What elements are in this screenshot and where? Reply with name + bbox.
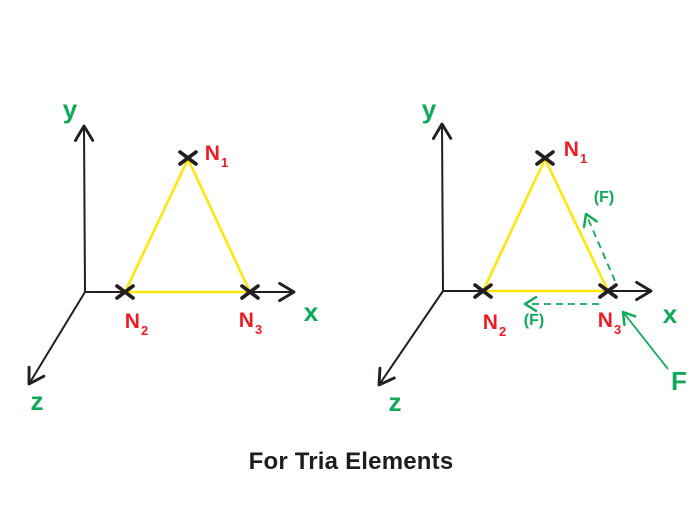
left-y-axis: [73, 124, 95, 293]
right-node-label-n1: N1: [563, 137, 588, 167]
force-label-bottom: (F): [523, 312, 545, 329]
node-subscript: 2: [140, 323, 149, 339]
left-triangle-element: [123, 157, 252, 294]
right-z-axis: [377, 290, 444, 387]
left-node-mark-n3: [240, 284, 260, 300]
node-name: N: [204, 141, 220, 165]
left-node-mark-n1: [178, 150, 198, 166]
node-name: N: [563, 137, 579, 161]
node-subscript: 1: [220, 155, 229, 171]
left-node-label-n2: N2: [124, 309, 149, 339]
node-name: N: [482, 310, 498, 334]
node-subscript: 1: [579, 151, 588, 167]
node-subscript: 3: [613, 322, 622, 338]
right-node-label-n3: N3: [597, 308, 622, 338]
node-subscript: 2: [498, 324, 507, 340]
left-x-axis-label: x: [303, 297, 319, 327]
right-axes: [377, 122, 653, 387]
node-name: N: [124, 309, 140, 333]
force-label-edge: (F): [593, 189, 615, 206]
left-z-axis: [27, 291, 86, 386]
node-name: N: [597, 308, 613, 332]
force-arrow-main: [621, 310, 669, 370]
left-node-mark-n2: [115, 284, 135, 300]
right-x-axis-label: x: [662, 299, 678, 329]
right-triangle-element: [481, 157, 610, 293]
right-y-axis: [431, 122, 453, 292]
right-node-mark-n3: [598, 283, 618, 299]
left-y-axis-label: y: [62, 94, 78, 124]
figure-caption: For Tria Elements: [248, 448, 454, 475]
left-z-axis-label: z: [30, 386, 44, 416]
left-axes: [27, 124, 296, 386]
force-arrow-edge-dashed: [582, 212, 616, 282]
left-node-label-n1: N1: [204, 141, 229, 171]
right-y-axis-label: y: [421, 94, 437, 124]
right-node-mark-n2: [473, 283, 493, 299]
force-label-main: F: [671, 366, 687, 396]
right-node-label-n2: N2: [482, 310, 507, 340]
left-node-label-n3: N3: [238, 308, 263, 338]
right-z-axis-label: z: [388, 387, 402, 417]
right-node-mark-n1: [535, 150, 555, 166]
node-subscript: 3: [254, 322, 263, 338]
node-name: N: [238, 308, 254, 332]
